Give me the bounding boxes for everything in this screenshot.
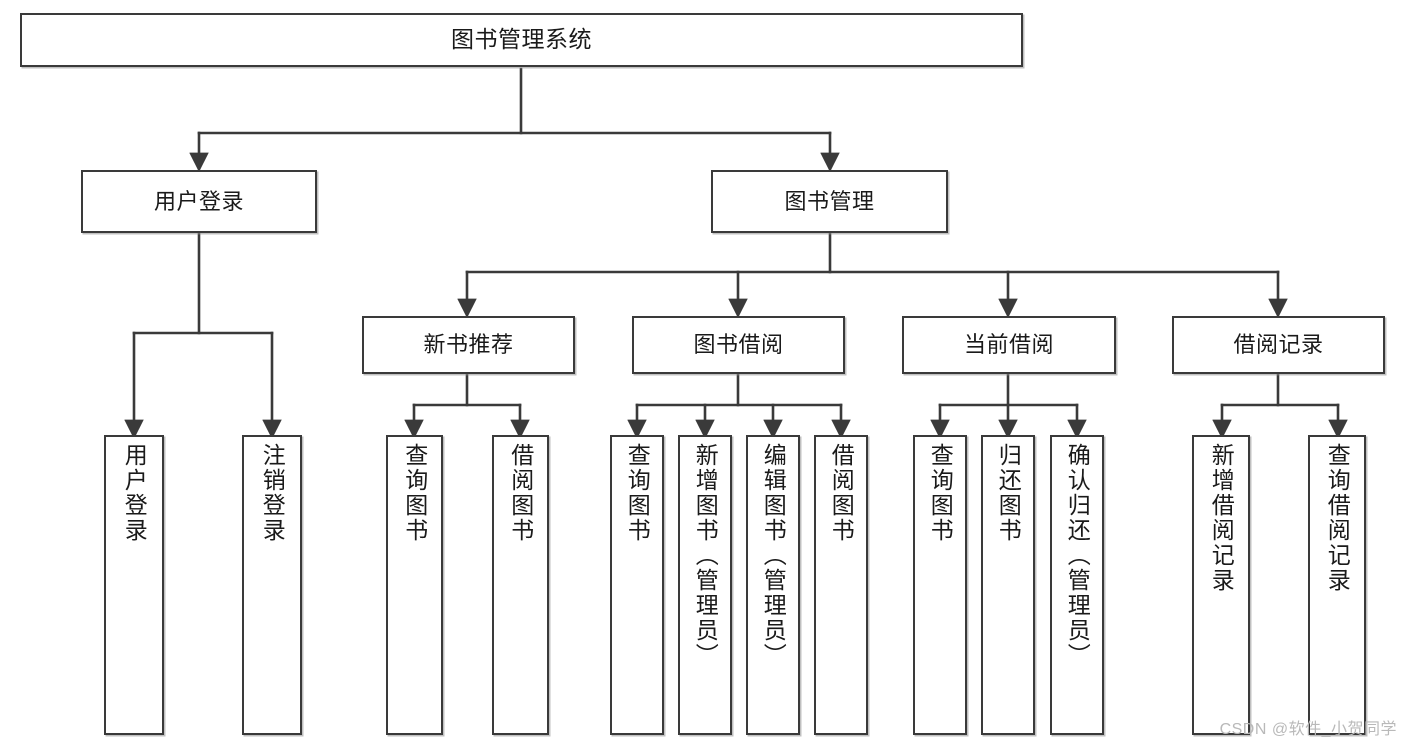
node-label: 图书管理系统 (451, 26, 592, 53)
node-label: 用户登录 (153, 188, 244, 214)
leaf-borrow-record-query[interactable]: 查询借阅记录 (1308, 435, 1366, 735)
node-label: 借阅图书 (828, 443, 855, 543)
leaf-new-book-borrow[interactable]: 借阅图书 (492, 435, 549, 735)
node-current-borrow[interactable]: 当前借阅 (902, 316, 1116, 374)
node-label: 当前借阅 (963, 332, 1054, 358)
leaf-current-borrow-return[interactable]: 归还图书 (981, 435, 1035, 735)
leaf-borrow-record-add[interactable]: 新增借阅记录 (1192, 435, 1250, 735)
leaf-book-borrow-query[interactable]: 查询图书 (610, 435, 664, 735)
leaf-user-login-logout[interactable]: 注销登录 (242, 435, 302, 735)
node-new-book-recommend[interactable]: 新书推荐 (362, 316, 575, 374)
node-label: 确认归还（管理员） (1064, 443, 1091, 668)
watermark: CSDN @软件_小贺同学 (1219, 721, 1397, 738)
node-label: 查询图书 (401, 443, 428, 543)
node-label: 新书推荐 (423, 332, 514, 358)
node-label: 归还图书 (995, 443, 1022, 543)
node-label: 查询图书 (927, 443, 954, 543)
node-label: 借阅记录 (1233, 332, 1324, 358)
node-label: 图书管理 (784, 188, 875, 214)
leaf-book-borrow-add[interactable]: 新增图书（管理员） (678, 435, 732, 735)
node-root-system[interactable]: 图书管理系统 (20, 13, 1023, 67)
node-label: 图书借阅 (693, 332, 784, 358)
leaf-book-borrow-edit[interactable]: 编辑图书（管理员） (746, 435, 800, 735)
leaf-new-book-query[interactable]: 查询图书 (386, 435, 443, 735)
node-label: 借阅图书 (507, 443, 534, 543)
node-book-management[interactable]: 图书管理 (711, 170, 948, 233)
leaf-current-borrow-confirm-return[interactable]: 确认归还（管理员） (1050, 435, 1104, 735)
node-user-login[interactable]: 用户登录 (81, 170, 317, 233)
leaf-user-login-login[interactable]: 用户登录 (104, 435, 164, 735)
node-label: 编辑图书（管理员） (760, 443, 787, 668)
node-label: 新增借阅记录 (1208, 443, 1235, 593)
node-book-borrow[interactable]: 图书借阅 (632, 316, 845, 374)
node-label: 查询图书 (624, 443, 651, 543)
node-label: 查询借阅记录 (1324, 443, 1351, 593)
node-label: 注销登录 (259, 443, 286, 543)
node-label: 新增图书（管理员） (692, 443, 719, 668)
node-borrow-record[interactable]: 借阅记录 (1172, 316, 1385, 374)
node-label: 用户登录 (121, 443, 148, 543)
leaf-book-borrow-borrow[interactable]: 借阅图书 (814, 435, 868, 735)
leaf-current-borrow-query[interactable]: 查询图书 (913, 435, 967, 735)
